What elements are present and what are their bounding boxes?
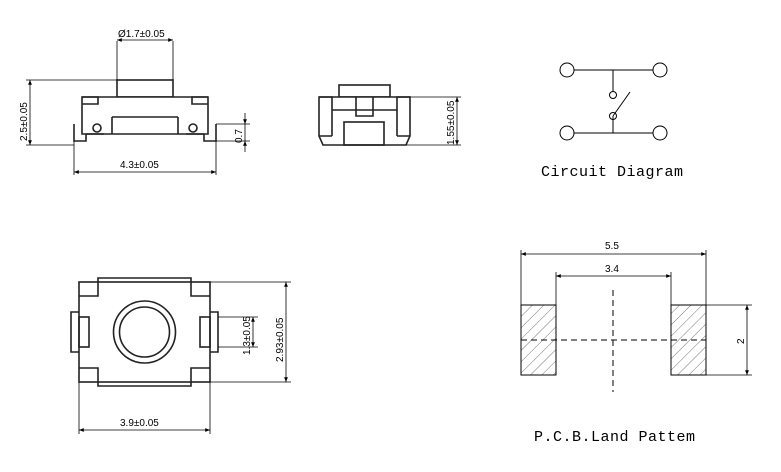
actuator-inner-ring (118, 306, 171, 358)
circuit-diagram: Circuit Diagram (541, 62, 684, 181)
dim-width: 4.3±0.05 (120, 160, 159, 171)
dim-body-height: 1.55±0.05 (446, 100, 457, 145)
actuator-button (116, 79, 174, 98)
dim-total-height: 2.5±0.05 (19, 102, 30, 141)
circuit-caption: Circuit Diagram (541, 164, 684, 181)
terminal-left (73, 124, 87, 142)
dim-terminal-height: 0.7 (234, 129, 245, 143)
side-terminal-right (210, 311, 219, 353)
dim-outer: 5.5 (605, 241, 619, 252)
dim-inner: 3.4 (605, 264, 619, 275)
terminal-circle (559, 62, 575, 78)
switch-body (81, 96, 209, 135)
terminal-circle (652, 125, 668, 141)
dim-length: 3.9±0.05 (120, 418, 159, 429)
dim-button-diameter: Ø1.7±0.05 (118, 29, 165, 40)
side-terminal-left (70, 311, 79, 353)
actuator-outer-ring (112, 300, 177, 364)
end-view: 1.55±0.05 (318, 84, 461, 146)
dim-pad-height: 2 (736, 338, 747, 344)
dim-body-width: 2.93±0.05 (275, 317, 286, 362)
side-view: Ø1.7±0.05 2.5±0.05 0.7 4.3±0.05 (19, 29, 250, 175)
contact-point (609, 112, 617, 120)
top-body (78, 281, 211, 383)
land-pattern-caption: P.C.B.Land Pattem (534, 429, 696, 446)
top-view: 1.3±0.05 2.93±0.05 3.9±0.05 (70, 277, 291, 434)
dim-terminal-width: 1.3±0.05 (242, 316, 253, 355)
contact-point (609, 91, 617, 99)
land-pattern: 5.5 3.4 2 P.C.B.Land Pattem (520, 241, 752, 446)
terminal-right (203, 124, 217, 142)
end-actuator (338, 84, 391, 98)
terminal-circle (559, 125, 575, 141)
terminal-circle (652, 62, 668, 78)
switch-lever (612, 91, 631, 117)
